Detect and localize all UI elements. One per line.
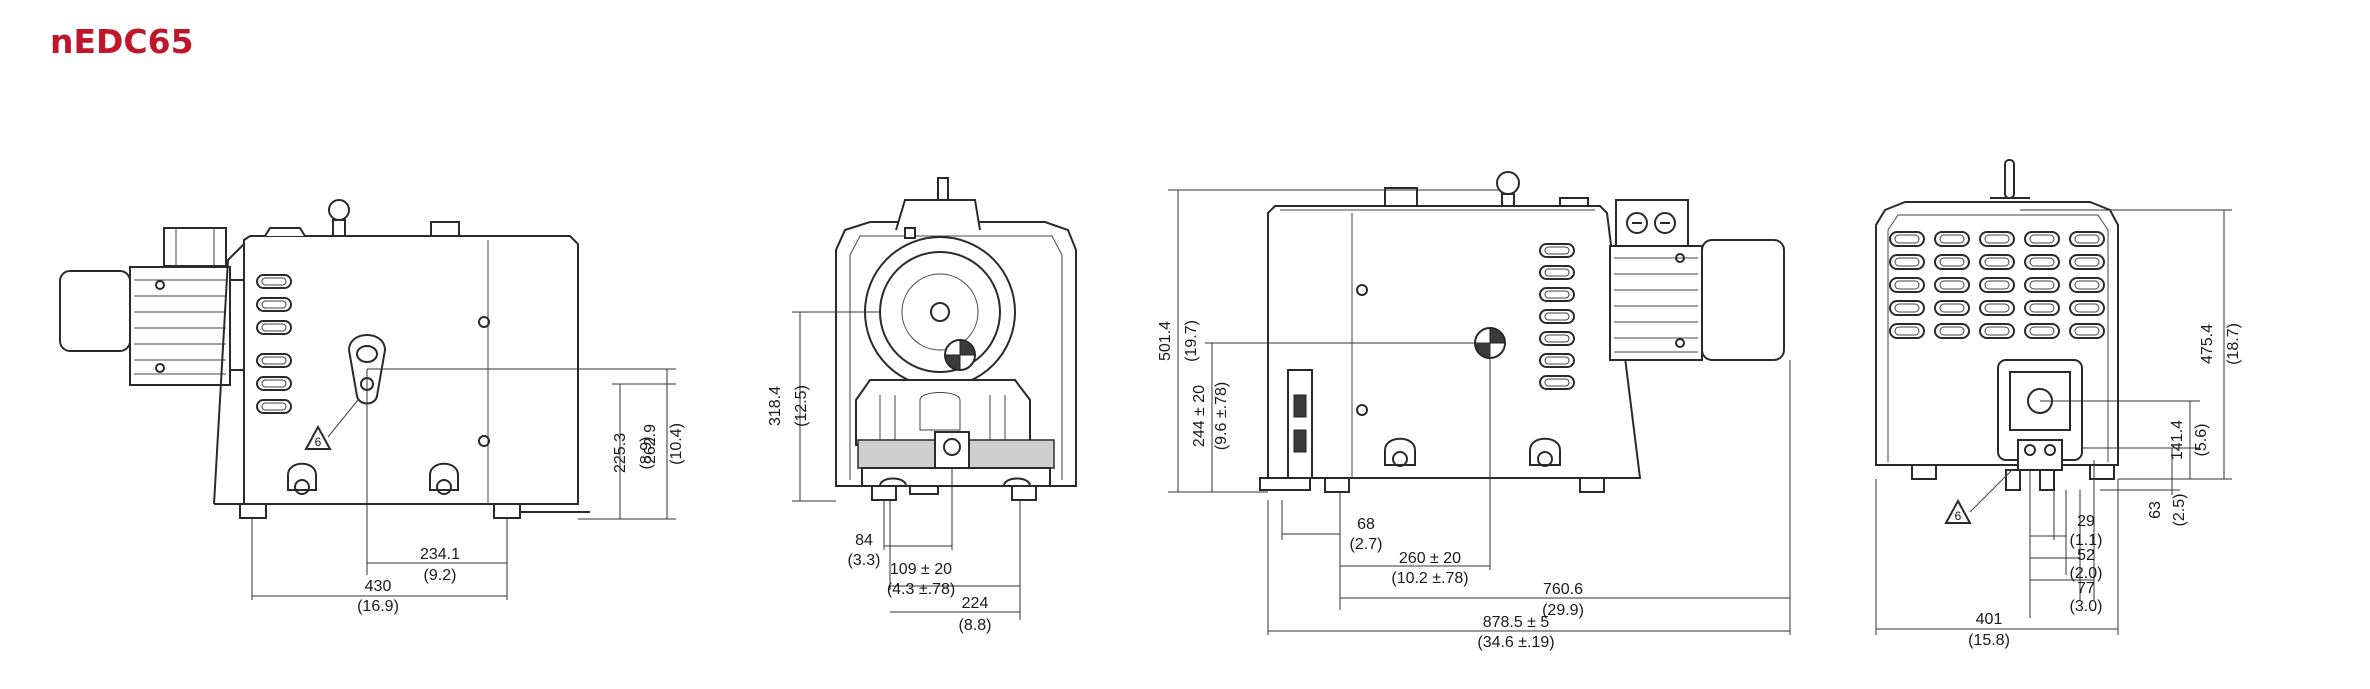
dim-mm: 84 [855,532,873,549]
dim-in: (3.3) [848,552,881,569]
dim-in: (4.3 ±.78) [887,581,955,598]
dim-in: (9.6 ±.78) [1213,382,1230,450]
dims-rear: 475.4 (18.7) 141.4 (5.6) 63 (2.5) 29 (1.… [1875,209,2242,649]
dim-mm: 760.6 [1543,581,1583,598]
dim-in: (9.2) [424,567,457,584]
dim-in: (5.6) [2193,424,2210,457]
view-side-right: 501.4 (19.7) 244 ± 20 (9.6 ±.78) 68 (2.7… [1157,171,1791,651]
dim-in: (19.7) [1183,320,1200,362]
dim-mm: 29 [2077,513,2095,530]
dim-mm: 224 [962,595,989,612]
warning-label: 6 [315,435,322,449]
dim-in: (12.5) [793,385,810,427]
dims-front: 318.4 (12.5) 84 (3.3) 109 ± 20 (4.3 ±.78… [767,311,1021,634]
dim-in: (2.5) [2171,494,2188,527]
dim-in: (1.1) [2070,532,2103,549]
motor-right [1609,199,1785,361]
pump-body-left [213,199,590,519]
dim-mm: 244 ± 20 [1191,385,1208,447]
dim-mm: 225.3 [612,433,629,473]
dims-side-right: 501.4 (19.7) 244 ± 20 (9.6 ±.78) 68 (2.7… [1157,189,1791,651]
dims-side-left: 262.9 (10.4) 225.3 (8.9) 234.1 (9.2) 430… [251,368,685,615]
dim-in: (2.7) [1350,536,1383,553]
dim-in: (8.9) [638,437,655,470]
dim-mm: 501.4 [1157,321,1174,361]
dim-mm: 77 [2077,580,2095,597]
dim-in: (10.4) [668,423,685,465]
dim-mm: 401 [1976,611,2003,628]
dim-in: (8.8) [959,617,992,634]
pump-body-right [1259,171,1642,493]
view-side-left: 262.9 (10.4) 225.3 (8.9) 234.1 (9.2) 430… [59,199,685,615]
dim-mm: 109 ± 20 [890,561,952,578]
motor-left [59,227,245,386]
dim-in: (34.6 ±.19) [1477,634,1554,651]
dim-in: (10.2 ±.78) [1391,570,1468,587]
dim-mm: 68 [1357,516,1375,533]
dim-in: (29.9) [1542,602,1584,619]
dim-mm: 63 [2147,501,2164,519]
view-rear: 475.4 (18.7) 141.4 (5.6) 63 (2.5) 29 (1.… [1875,159,2242,649]
dim-mm: 430 [365,578,392,595]
dim-mm: 475.4 [2199,324,2216,364]
dim-mm: 262.9 [642,424,659,464]
pump-front [835,177,1077,501]
dim-mm: 141.4 [2169,420,2186,460]
dim-in: (18.7) [2225,323,2242,365]
page-title: nEDC65 [50,22,194,61]
dim-mm: 878.5 ± 5 [1483,614,1550,631]
dim-in: (2.0) [2070,565,2103,582]
dim-mm: 234.1 [420,546,460,563]
dim-in: (3.0) [2070,598,2103,615]
dim-mm: 260 ± 20 [1399,550,1461,567]
dim-mm: 52 [2077,547,2095,564]
dim-mm: 318.4 [767,386,784,426]
pump-rear [1875,159,2119,524]
view-front: 318.4 (12.5) 84 (3.3) 109 ± 20 (4.3 ±.78… [767,177,1077,634]
warning-label: 6 [1955,509,1962,523]
dim-in: (16.9) [357,598,399,615]
dim-in: (15.8) [1968,632,2010,649]
